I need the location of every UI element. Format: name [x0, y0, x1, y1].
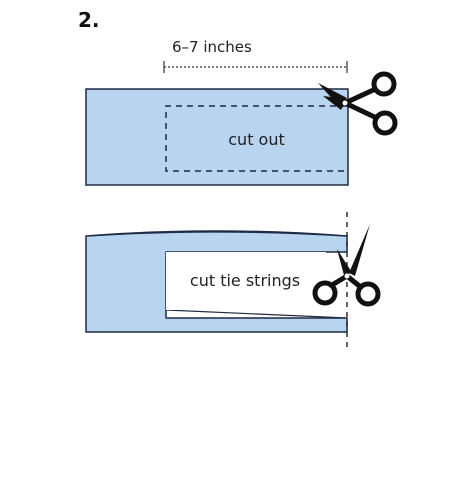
step-number: 2.: [78, 8, 100, 32]
cut-out-outline: [165, 105, 347, 172]
measurement-dimension-line: [163, 61, 348, 73]
scissors-icon: [312, 224, 381, 307]
top-fabric-panel: [85, 88, 349, 186]
measurement-label: 6–7 inches: [172, 38, 252, 56]
cut-out-label: cut out: [228, 130, 285, 149]
scissors-icon: [318, 71, 398, 136]
tie-string-slot: [166, 252, 326, 310]
cut-tie-strings-label: cut tie strings: [189, 271, 301, 290]
